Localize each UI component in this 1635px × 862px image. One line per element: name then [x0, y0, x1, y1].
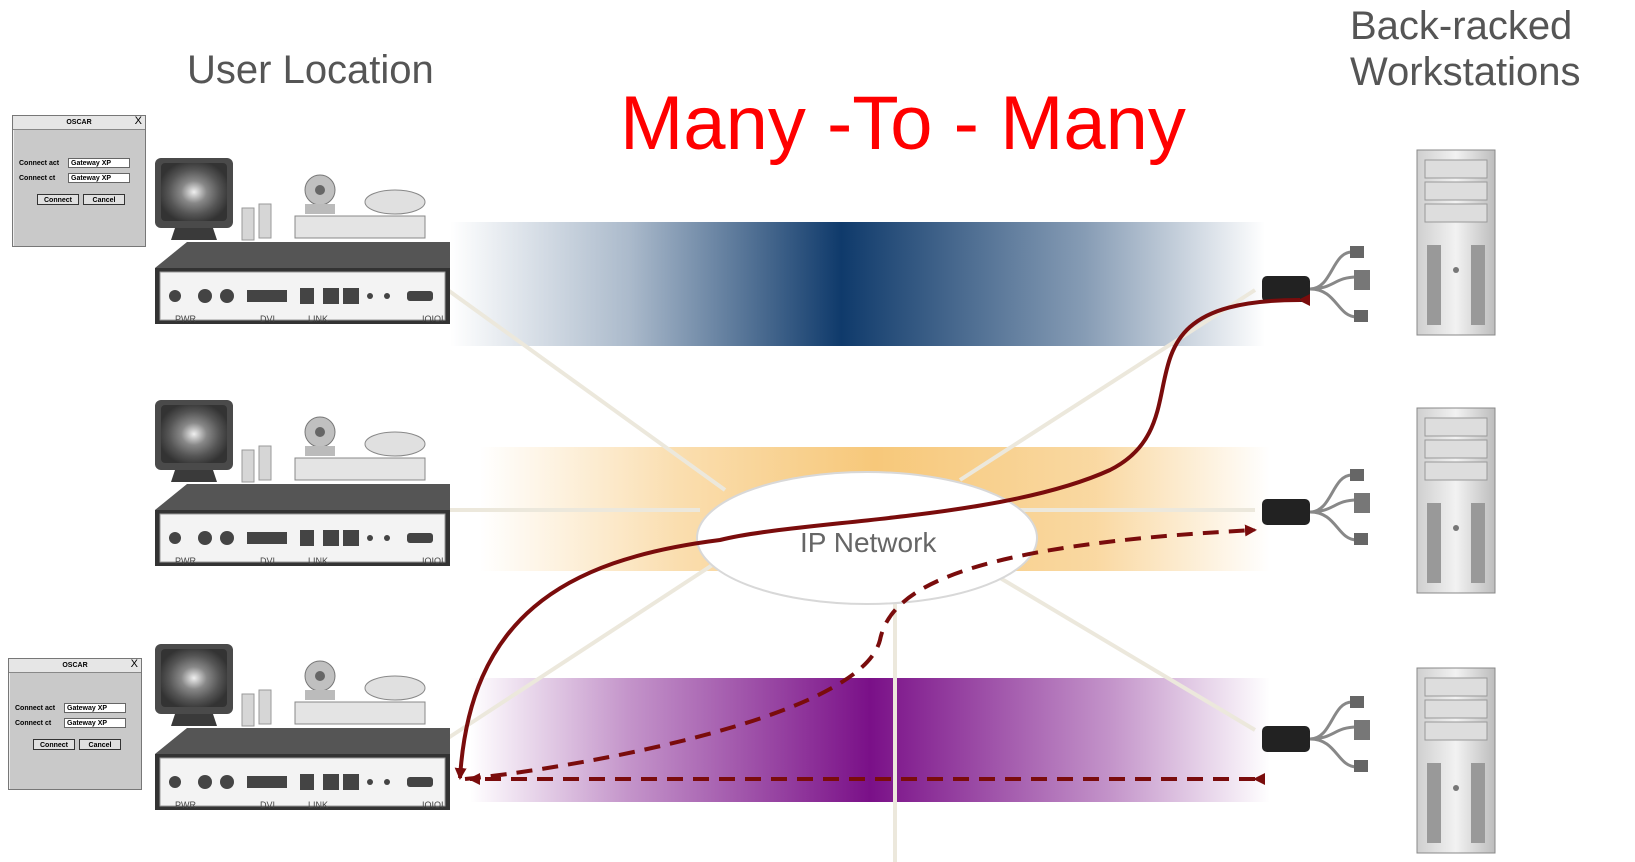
- dashed-connection-arrow-middle: [464, 524, 1257, 781]
- dongle-3: [1262, 696, 1370, 772]
- oscar-dialog-2: OSCAR X Connect act Gateway XP Connect c…: [8, 658, 142, 790]
- connection-arrows: [454, 293, 1311, 785]
- ioioi-label: IOIOI: [422, 800, 444, 810]
- console-ports: [169, 288, 433, 790]
- link-label: LINK: [308, 556, 329, 566]
- dvi-label: DVI: [260, 556, 276, 566]
- ioioi-label: IOIOI: [422, 556, 444, 566]
- connect-act-label: Connect act: [19, 160, 60, 167]
- back-racked-label: Back-racked Workstations: [1350, 3, 1580, 95]
- pwr-label: PWR: [175, 314, 196, 324]
- back-racked-line1: Back-racked: [1350, 4, 1573, 48]
- user-console-1: [155, 158, 450, 324]
- dongle-2: [1262, 469, 1370, 545]
- dvi-label: DVI: [260, 314, 276, 324]
- console-panel-labels-1: PWR DVI LINK IOIOI: [170, 314, 460, 326]
- connect-act-label: Connect act: [15, 705, 56, 712]
- close-icon[interactable]: X: [130, 658, 138, 670]
- close-icon[interactable]: X: [134, 115, 142, 127]
- cancel-button[interactable]: Cancel: [79, 739, 121, 750]
- link-label: LINK: [308, 314, 329, 324]
- connect-ct-label: Connect ct: [19, 175, 56, 182]
- dongle-1: [1262, 246, 1370, 322]
- solid-connection-arrow: [454, 293, 1311, 780]
- workstation-tower-3: [1416, 667, 1496, 854]
- band-top: [450, 222, 1265, 346]
- console-panel-labels-3: PWR DVI LINK IOIOI: [170, 800, 460, 812]
- workstation-tower-2: [1416, 407, 1496, 594]
- band-bottom: [470, 678, 1270, 802]
- connect-act-field[interactable]: Gateway XP: [64, 703, 126, 713]
- pwr-label: PWR: [175, 556, 196, 566]
- diagram-title: Many -To - Many: [620, 81, 1186, 166]
- oscar-title-bar: OSCAR X: [9, 658, 141, 673]
- connect-button[interactable]: Connect: [37, 194, 79, 205]
- user-location-label: User Location: [187, 48, 434, 92]
- oscar-title: OSCAR: [62, 662, 88, 669]
- dvi-label: DVI: [260, 800, 276, 810]
- ioioi-label: IOIOI: [422, 314, 444, 324]
- workstation-tower-1: [1416, 149, 1496, 336]
- back-racked-line2: Workstations: [1350, 50, 1581, 94]
- cancel-button[interactable]: Cancel: [83, 194, 125, 205]
- pwr-label: PWR: [175, 800, 196, 810]
- connect-act-field[interactable]: Gateway XP: [68, 158, 130, 168]
- oscar-dialog-1: OSCAR X Connect act Gateway XP Connect c…: [12, 115, 146, 247]
- oscar-title-bar: OSCAR X: [13, 115, 145, 130]
- connect-ct-label: Connect ct: [15, 720, 52, 727]
- ip-network-label: IP Network: [800, 527, 937, 558]
- connect-ct-field[interactable]: Gateway XP: [64, 718, 126, 728]
- connect-button[interactable]: Connect: [33, 739, 75, 750]
- oscar-title: OSCAR: [66, 119, 92, 126]
- console-panel-labels-2: PWR DVI LINK IOIOI: [170, 556, 460, 568]
- link-label: LINK: [308, 800, 329, 810]
- connect-ct-field[interactable]: Gateway XP: [68, 173, 130, 183]
